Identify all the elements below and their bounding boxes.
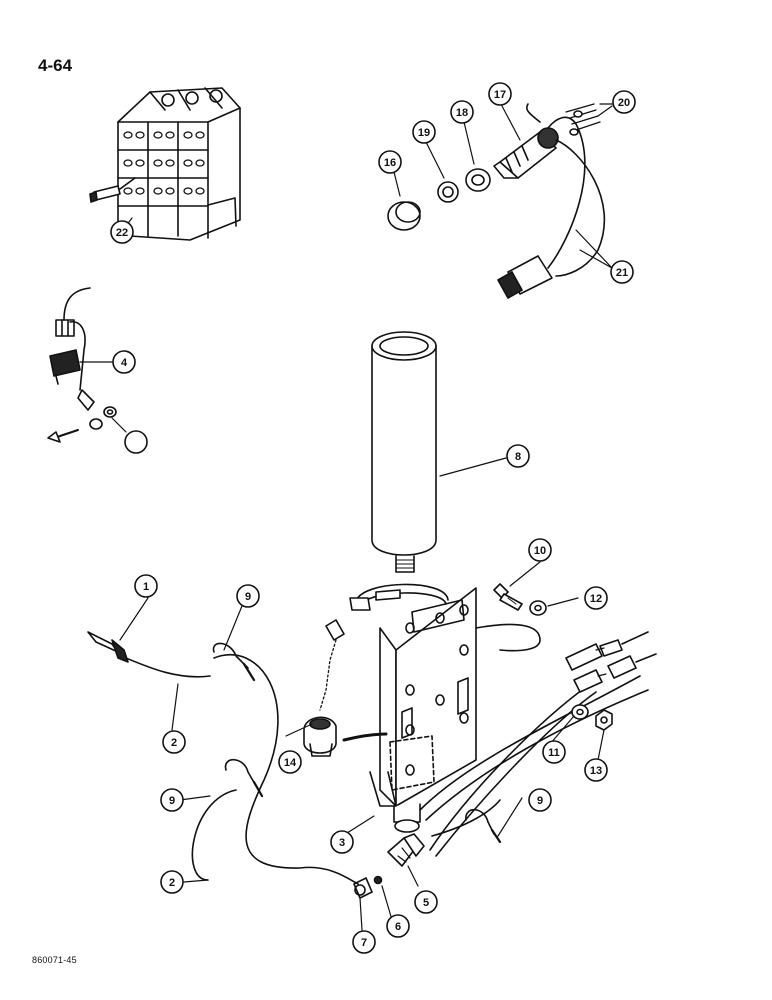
callout-3: 3 [330,830,354,854]
callout-11: 11 [542,740,566,764]
manifold-block-drawing [89,87,241,241]
wiring-harness-drawing [419,623,657,857]
svg-text:8: 8 [515,451,521,463]
callout-21: 22 [110,220,134,244]
callout-16: 18 [450,100,474,124]
mounting-bracket-drawing [349,583,477,833]
svg-text:6: 6 [395,921,401,933]
page-number: 4-64 [38,56,73,75]
svg-text:2: 2 [171,737,177,749]
svg-text:14: 14 [284,757,297,769]
svg-text:11: 11 [548,747,560,759]
callout-2-lower: 2 [160,870,184,894]
callout-20: 14 [278,750,302,774]
svg-text:19: 19 [418,127,430,139]
callout-4: 4 [112,350,136,374]
callout-9-top: 9 [236,584,260,608]
callout-7: 7 [352,930,376,954]
svg-text:20: 20 [618,97,630,109]
callout-2-upper: 2 [162,730,186,754]
callout-8: 8 [506,444,530,468]
bolt-washer-drawing [493,583,547,616]
svg-text:4: 4 [121,357,128,369]
leader-lines [79,103,613,931]
capillary-tube-drawing [87,631,359,885]
svg-text:17: 17 [494,89,506,101]
pressure-switch-drawing [47,287,117,443]
callout-6: 6 [386,914,410,938]
svg-text:22: 22 [116,227,128,239]
filter-canister-drawing [371,331,437,573]
callout-5: 5 [414,890,438,914]
callout-1: 1 [134,574,158,598]
fittings-drawing [353,833,425,899]
svg-text:7: 7 [361,937,367,949]
callout-19: 21 [610,260,634,284]
figure-code: 860071-45 [32,955,77,965]
svg-text:9: 9 [245,591,251,603]
callout-9-left: 9 [160,788,184,812]
svg-text:13: 13 [590,765,602,777]
svg-text:16: 16 [384,157,396,169]
svg-text:18: 18 [456,107,468,119]
svg-text:21: 21 [616,267,628,279]
callout-10: 10 [528,538,552,562]
svg-text:9: 9 [169,795,175,807]
callout-15: 17 [488,82,512,106]
svg-text:3: 3 [339,837,345,849]
drain-valve-drawing [303,619,388,757]
switch-assembly-drawing [387,103,606,299]
callout-17: 19 [412,120,436,144]
callout-22 [124,430,148,454]
callout-14: 16 [378,150,402,174]
callout-18: 20 [612,90,636,114]
callout-9-right: 9 [528,788,552,812]
svg-text:1: 1 [143,581,149,593]
svg-text:5: 5 [423,897,429,909]
callout-13: 13 [584,758,608,782]
svg-text:12: 12 [590,593,602,605]
callout-12: 12 [584,586,608,610]
svg-text:2: 2 [169,877,175,889]
svg-text:10: 10 [534,545,546,557]
svg-text:9: 9 [537,795,543,807]
